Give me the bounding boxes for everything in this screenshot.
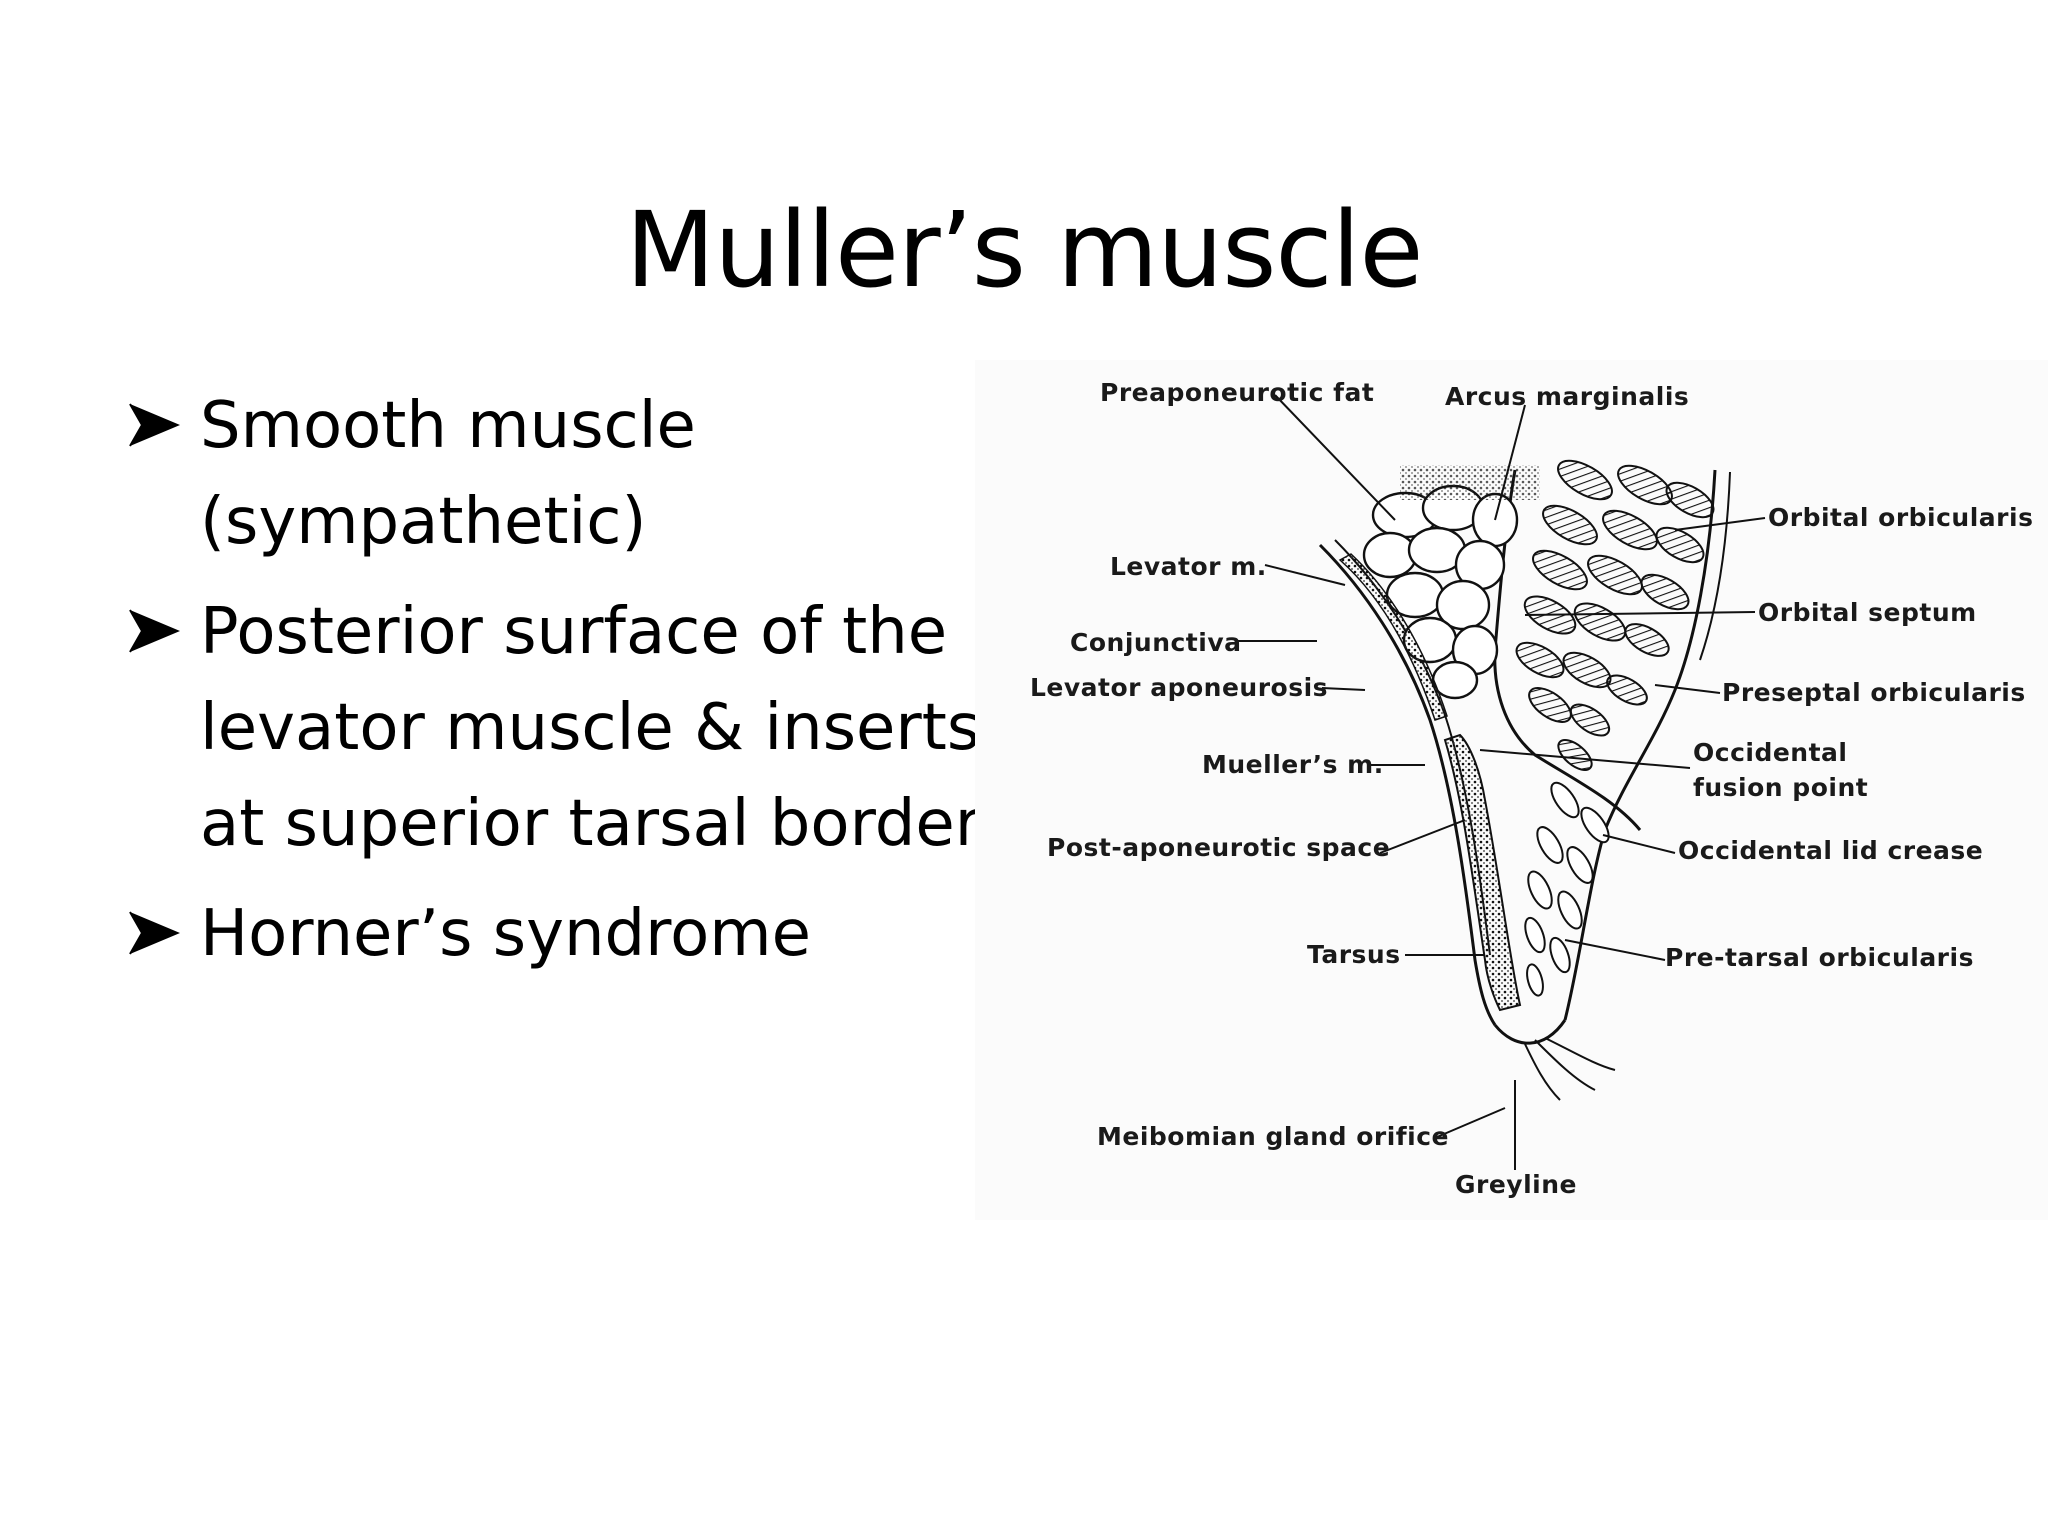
label-tarsus: Tarsus xyxy=(1307,940,1401,969)
bullet-text-line: Posterior surface of the xyxy=(200,595,948,669)
arrowhead-bullet-icon xyxy=(129,609,180,653)
slide-title: Muller’s muscle xyxy=(625,188,1424,311)
label-orbital-septum: Orbital septum xyxy=(1758,598,1977,627)
label-post-aponeurotic-space: Post-aponeurotic space xyxy=(1047,833,1391,862)
arrowhead-bullet-icon xyxy=(129,911,180,955)
bullet-item: Posterior surface of the levator muscle … xyxy=(128,584,978,872)
label-preaponeurotic-fat: Preaponeurotic fat xyxy=(1100,378,1375,407)
label-greyline: Greyline xyxy=(1455,1170,1577,1199)
label-conjunctiva: Conjunctiva xyxy=(1070,628,1242,657)
label-occidental-lid-crease: Occidental lid crease xyxy=(1678,836,1984,865)
label-levator-aponeurosis: Levator aponeurosis xyxy=(1030,673,1329,702)
arrowhead-bullet-icon xyxy=(129,403,180,447)
bullet-text-line: (sympathetic) xyxy=(200,485,647,559)
bullet-text-line: Horner’s syndrome xyxy=(200,897,811,971)
bullet-text-line: Smooth muscle xyxy=(200,389,696,463)
label-occidental-fusion-point: fusion point xyxy=(1693,773,1869,802)
bullet-list: Smooth muscle (sympathetic) Posterior su… xyxy=(128,378,978,996)
label-preseptal-orbicularis: Preseptal orbicularis xyxy=(1722,678,2026,707)
label-meibomian-gland-orifice: Meibomian gland orifice xyxy=(1097,1122,1449,1151)
bullet-item: Smooth muscle (sympathetic) xyxy=(128,378,978,570)
label-orbital-orbicularis: Orbital orbicularis xyxy=(1768,503,2034,532)
bullet-text-line: levator muscle & inserts xyxy=(200,691,978,765)
eyelid-cross-section-figure: Preaponeurotic fat Arcus marginalis Orbi… xyxy=(975,360,2048,1220)
label-arcus-marginalis: Arcus marginalis xyxy=(1445,382,1690,411)
bullet-text-line: at superior tarsal border xyxy=(200,787,978,861)
label-levator-m: Levator m. xyxy=(1110,552,1267,581)
label-muellers-m: Mueller’s m. xyxy=(1202,750,1384,779)
eyelid-cross-section-illustration-icon xyxy=(1237,394,1766,1170)
label-pre-tarsal-orbicularis: Pre-tarsal orbicularis xyxy=(1665,943,1974,972)
bullet-item: Horner’s syndrome xyxy=(128,886,978,982)
label-occidental-fusion-point: Occidental xyxy=(1693,738,1848,767)
